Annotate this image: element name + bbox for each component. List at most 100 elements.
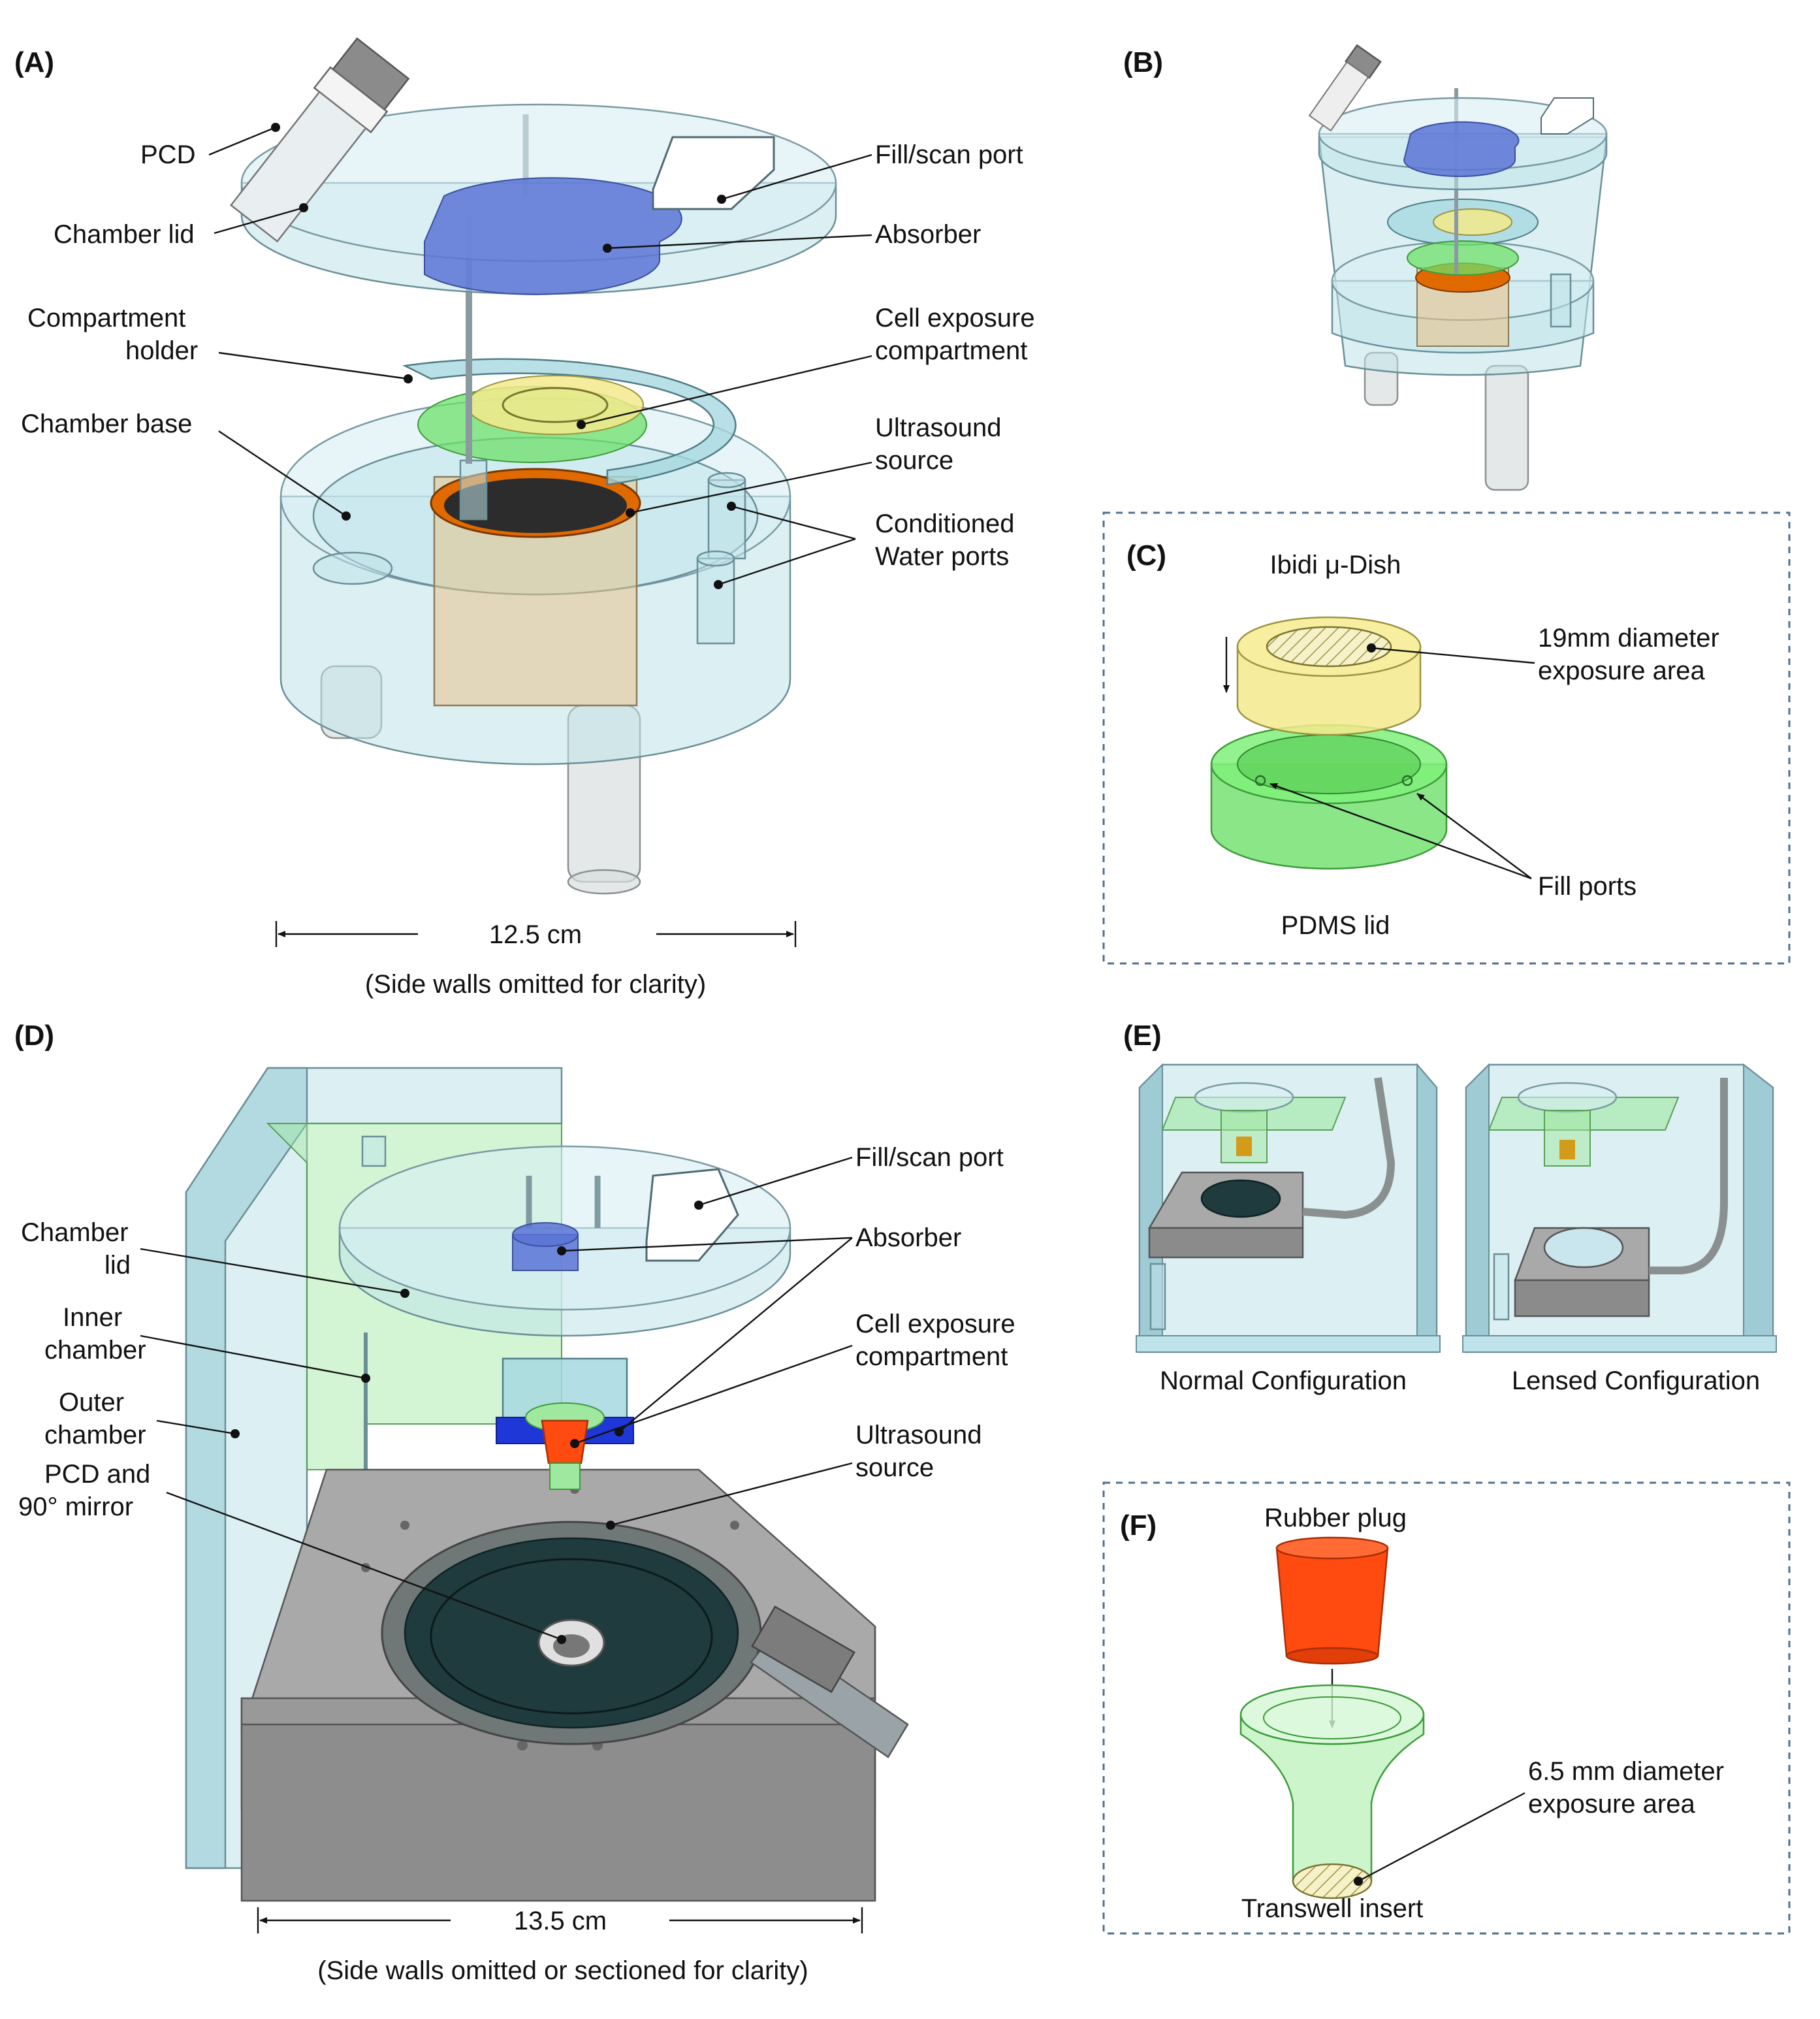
leader-pcd-mirror-dot bbox=[557, 1635, 566, 1644]
leader-outer-chamber-dot bbox=[231, 1429, 240, 1438]
leader-fill-port-left bbox=[1269, 783, 1532, 880]
absorber-disc bbox=[424, 177, 682, 295]
label-rubber-plug: Rubber plug bbox=[1264, 1504, 1407, 1532]
label-d-cell-exposure-line1: Cell exposure bbox=[855, 1310, 1015, 1338]
label-compartment-holder-line1: Compartment bbox=[27, 304, 185, 332]
holder-clip bbox=[459, 459, 488, 521]
label-ibidi: Ibidi μ-Dish bbox=[1270, 551, 1401, 579]
water-port-lower-top bbox=[696, 550, 735, 567]
label-c-exposure-line1: 19mm diameter bbox=[1538, 624, 1719, 653]
leader-d-cell-exposure bbox=[574, 1344, 853, 1445]
transwell-insert-rim bbox=[1239, 1684, 1425, 1745]
label-chamber-base: Chamber base bbox=[21, 410, 192, 438]
leader-d-fill-scan-port-dot bbox=[694, 1201, 703, 1210]
label-d-fill-scan-port: Fill/scan port bbox=[855, 1143, 1004, 1172]
b-pcd-body bbox=[1308, 61, 1369, 132]
d-rubber-plug bbox=[541, 1419, 589, 1464]
label-water-ports-line1: Conditioned bbox=[875, 509, 1015, 538]
rubber-plug bbox=[1275, 1547, 1389, 1657]
label-fill-ports: Fill ports bbox=[1538, 872, 1636, 901]
fill-port-right bbox=[1401, 775, 1413, 786]
base-hole-left bbox=[312, 551, 393, 585]
label-cell-exposure-line2: compartment bbox=[875, 336, 1027, 365]
lensed-exposure-compartment bbox=[1559, 1140, 1575, 1159]
label-ultrasound-line2: source bbox=[875, 446, 953, 475]
leader-cell-exposure bbox=[581, 355, 872, 426]
inner-chamber-port bbox=[361, 1135, 387, 1167]
lensed-base-front bbox=[1514, 1279, 1650, 1317]
d-fill-scan-port bbox=[645, 1168, 739, 1262]
panel-d: (D) bbox=[14, 1020, 1015, 1985]
panel-a-note: (Side walls omitted for clarity) bbox=[365, 970, 706, 999]
leader-chamber-lid-dot bbox=[299, 203, 308, 212]
d-transwell bbox=[549, 1462, 581, 1490]
leader-inner-chamber-dot bbox=[361, 1374, 370, 1383]
b-absorber bbox=[1403, 121, 1520, 177]
transducer-inner-ring bbox=[430, 1558, 713, 1715]
lensed-tank-left-wall bbox=[1465, 1063, 1490, 1353]
dim-d-value: 13.5 cm bbox=[514, 1907, 607, 1935]
leader-fill-scan-port-dot bbox=[717, 195, 726, 204]
label-ultrasound-line1: Ultrasound bbox=[875, 413, 1001, 442]
leader-pcd-mirror bbox=[166, 1491, 562, 1641]
lensed-configuration-tank bbox=[1462, 1063, 1777, 1353]
label-c-exposure-line2: exposure area bbox=[1538, 656, 1705, 685]
label-outer-chamber-line2: chamber bbox=[44, 1421, 146, 1449]
fill-scan-port-opening bbox=[652, 136, 775, 210]
label-f-exposure-line2: exposure area bbox=[1528, 1790, 1695, 1818]
lensed-cable bbox=[1649, 1078, 1728, 1274]
label-water-ports-line2: Water ports bbox=[875, 542, 1009, 571]
leader-compartment-holder bbox=[218, 351, 409, 380]
panel-c: (C) Ibidi μ-Dish 19mm diameter exposure … bbox=[1102, 511, 1791, 965]
panel-a-label: (A) bbox=[14, 46, 54, 78]
ibidi-exposure-area bbox=[1266, 626, 1392, 668]
b-fill-port bbox=[1541, 97, 1594, 135]
pdms-lid-recess bbox=[1237, 734, 1421, 794]
leader-d-absorber-lid bbox=[561, 1236, 853, 1252]
leader-d-chamber-lid bbox=[140, 1248, 406, 1295]
leader-water-port-upper bbox=[731, 505, 856, 540]
exposure-dish-inner bbox=[502, 387, 609, 423]
leader-chamber-base-dot bbox=[342, 511, 351, 521]
leader-fill-port-right bbox=[1416, 793, 1532, 879]
panel-c-frame bbox=[1102, 511, 1791, 965]
panel-d-note: (Side walls omitted or sectioned for cla… bbox=[317, 1956, 808, 1985]
label-fill-scan-port: Fill/scan port bbox=[875, 140, 1023, 169]
label-f-exposure-line1: 6.5 mm diameter bbox=[1528, 1757, 1724, 1786]
cable-connector bbox=[751, 1605, 855, 1694]
leader-water-port-lower bbox=[718, 538, 856, 586]
leader-d-cell-exposure-dot bbox=[570, 1439, 579, 1448]
label-d-chamber-lid-line2: lid bbox=[104, 1251, 131, 1280]
panel-d-label: (D) bbox=[14, 1020, 54, 1052]
panel-b-label: (B) bbox=[1123, 46, 1163, 78]
water-port-lower bbox=[696, 557, 735, 645]
lensed-dome bbox=[1543, 1227, 1624, 1268]
leader-d-absorber-lid-dot bbox=[557, 1246, 566, 1255]
panel-e-label: (E) bbox=[1123, 1020, 1162, 1052]
label-absorber: Absorber bbox=[875, 220, 981, 249]
label-pcd-mirror-line2: 90° mirror bbox=[18, 1493, 133, 1521]
normal-tank-right-wall bbox=[1416, 1063, 1437, 1354]
label-inner-chamber-line1: Inner bbox=[63, 1303, 122, 1332]
leader-compartment-holder-dot bbox=[404, 374, 413, 383]
b-water-port bbox=[1550, 273, 1572, 328]
leader-f-exposure bbox=[1358, 1792, 1525, 1882]
base-hole-4 bbox=[517, 1740, 528, 1751]
label-transwell-insert: Transwell insert bbox=[1241, 1894, 1424, 1923]
transwell-insert-inner-rim bbox=[1263, 1696, 1401, 1739]
leader-ultrasound-dot bbox=[626, 508, 635, 517]
b-leg-front bbox=[1484, 364, 1529, 491]
leader-chamber-base bbox=[218, 430, 347, 517]
leader-c-exposure-dot bbox=[1367, 643, 1376, 653]
d-absorber-top bbox=[512, 1222, 579, 1247]
leader-inner-chamber bbox=[140, 1334, 366, 1380]
b-holder-green bbox=[1407, 240, 1519, 276]
label-inner-chamber-line2: chamber bbox=[44, 1336, 146, 1365]
pcd-body bbox=[229, 91, 367, 243]
label-pcd-mirror-line1: PCD and bbox=[44, 1460, 150, 1489]
normal-cable bbox=[1302, 1077, 1396, 1219]
fill-port-left bbox=[1254, 775, 1266, 786]
panel-b: (B) bbox=[1123, 44, 1608, 491]
label-compartment-holder-line2: holder bbox=[125, 336, 198, 365]
leader-water-port-upper-dot bbox=[727, 502, 736, 511]
